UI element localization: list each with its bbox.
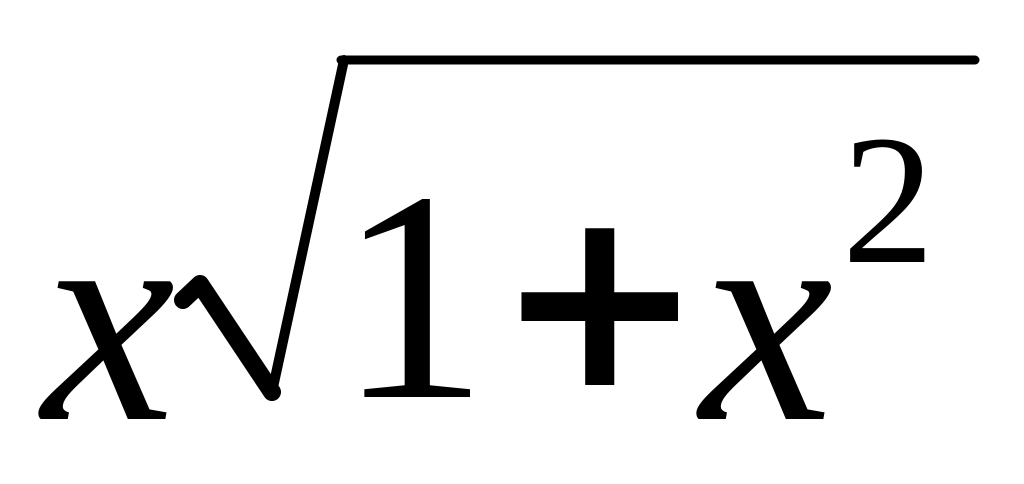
leading-variable-x: x — [42, 152, 176, 484]
exponent-two: 2 — [842, 98, 935, 303]
radical-hook — [174, 275, 281, 401]
radical-stroke — [267, 55, 349, 397]
math-formula: x 1 + x 2 — [42, 55, 980, 468]
square-root-sign — [174, 55, 980, 401]
radicand-variable-x: x — [700, 152, 834, 484]
plus-operator: + — [495, 153, 705, 444]
radicand-constant-one: 1 — [338, 130, 488, 462]
